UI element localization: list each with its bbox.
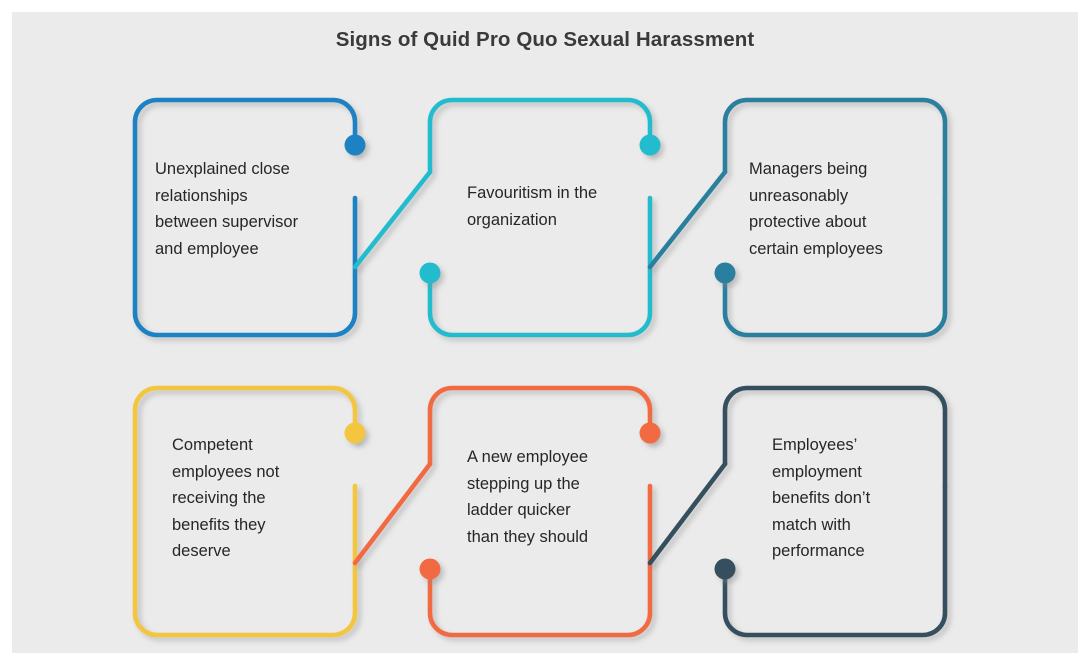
card-outline-3[interactable] [647, 97, 948, 338]
card-label-3: Managers being unreasonably protective a… [749, 160, 883, 258]
connector-dot-5 [639, 422, 661, 444]
diagram-canvas: Unexplained close relationships between … [12, 12, 1078, 653]
card-outline-5[interactable] [352, 385, 653, 638]
card-outline-4[interactable] [132, 385, 358, 638]
connector-dot-2 [639, 134, 661, 156]
card-label-2: Favouritism in the organization [467, 184, 598, 229]
card-label-4: Competent employees not receiving the be… [172, 436, 280, 560]
infographic-frame: Signs of Quid Pro Quo Sexual Harassment [12, 12, 1078, 653]
card-outline-2[interactable] [352, 97, 653, 338]
card-label-1: Unexplained close relationships between … [155, 160, 299, 258]
connector-dot-2b [419, 262, 441, 284]
diagram-artwork [132, 97, 948, 638]
page-title: Signs of Quid Pro Quo Sexual Harassment [335, 28, 755, 51]
connector-dot-6 [714, 558, 736, 580]
connector-dot-5b [419, 558, 441, 580]
card-outline-6[interactable] [647, 385, 948, 638]
connector-dot-4 [344, 422, 366, 444]
connector-dot-1 [344, 134, 366, 156]
card-label-6: Employees’ employment benefits don’t mat… [772, 436, 871, 560]
card-label-5: A new employee stepping up the ladder qu… [467, 448, 589, 546]
card-outline-1[interactable] [132, 97, 358, 338]
connector-dot-3 [714, 262, 736, 284]
